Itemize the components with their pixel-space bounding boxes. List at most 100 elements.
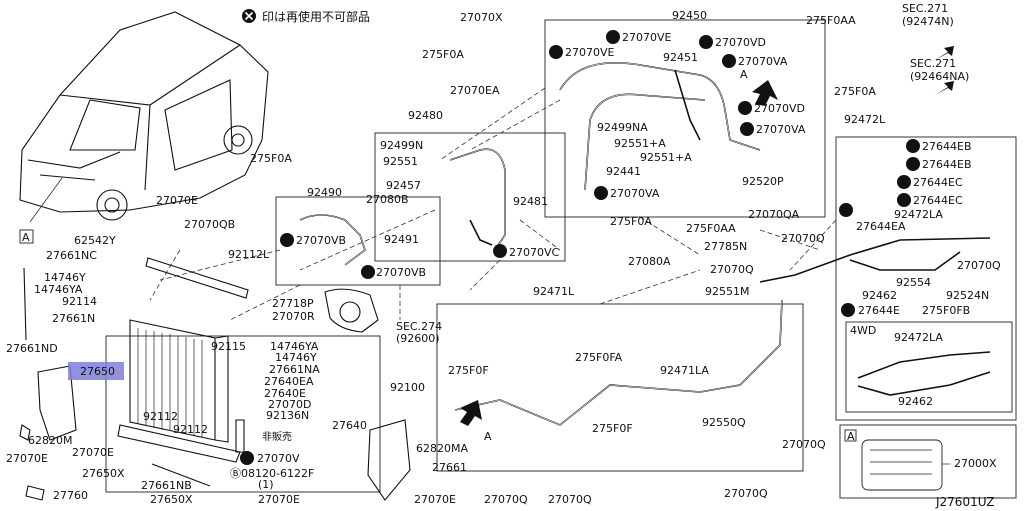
vehicle-illustration: A: [19, 11, 269, 244]
condenser-assembly: [19, 257, 411, 501]
label-27070va: 27070VA: [610, 187, 660, 200]
label-275f0aa: 275F0AA: [686, 222, 736, 235]
label-27640e: 27640E: [264, 387, 306, 400]
arrow-a-lower: [460, 400, 482, 426]
label-27661na: 27661NA: [269, 363, 320, 376]
label-27661nd: 27661ND: [6, 342, 58, 355]
x-mark-icon: [740, 122, 754, 136]
diagram-id: J27601UZ: [935, 495, 995, 509]
label-27070ve: 27070VE: [622, 31, 672, 44]
label-sec271-code: (92464NA): [910, 70, 969, 83]
label-sec274-code: (92600): [396, 332, 440, 345]
four-wd-box: [845, 321, 1013, 413]
label-27070x: 27070X: [460, 11, 503, 24]
label-27644ec: 27644EC: [913, 176, 963, 189]
label-92114: 92114: [62, 295, 97, 308]
label-27070d: 27070D: [268, 398, 311, 411]
label-92450: 92450: [672, 9, 707, 22]
label-27640: 27640: [332, 419, 367, 432]
label-27650: 27650: [80, 365, 115, 378]
label-275f0fa: 275F0FA: [575, 351, 623, 364]
label-27661nc: 27661NC: [46, 249, 97, 262]
label-62820m: 62820M: [28, 434, 72, 447]
dashed-leaders: [149, 87, 837, 321]
label-92100: 92100: [390, 381, 425, 394]
label-27070q: 27070Q: [484, 493, 528, 506]
label-275f0f: 275F0F: [592, 422, 633, 435]
label-sec271: SEC.271: [910, 57, 956, 70]
label-27785n: 27785N: [704, 240, 747, 253]
label-08120-6122f: Ⓑ08120-6122F: [230, 467, 314, 480]
label-92551m: 92551M: [705, 285, 749, 298]
label-92480: 92480: [408, 109, 443, 122]
label-275f0f: 275F0F: [448, 364, 489, 377]
label-92551a: 92551+A: [614, 137, 666, 150]
x-mark-icon: [897, 175, 911, 189]
x-mark-icon: [906, 139, 920, 153]
label-14746y: 14746Y: [275, 351, 317, 364]
label-62542y: 62542Y: [74, 234, 116, 247]
label-92472l: 92472L: [844, 113, 886, 126]
part-labels: 27070X 92450 275F0AA SEC.271 (92474N) 27…: [6, 2, 1001, 509]
label-27070q: 27070Q: [957, 259, 1001, 272]
callout-a: A: [484, 430, 492, 443]
label-27070e: 27070E: [258, 493, 300, 506]
label-27661n: 27661N: [52, 312, 95, 325]
label-92451: 92451: [663, 51, 698, 64]
label-sec271-code: (92474N): [902, 15, 954, 28]
callout-a: A: [740, 68, 748, 81]
label-27070vd: 27070VD: [754, 102, 805, 115]
pipe-group-92450-box: [544, 19, 826, 218]
label-62820ma: 62820MA: [416, 442, 468, 455]
label-27070vb: 27070VB: [296, 234, 346, 247]
pipe-group-92471l-box: [436, 303, 804, 472]
x-mark-icon: [493, 244, 507, 258]
label-14746ya: 14746YA: [34, 283, 83, 296]
x-mark-icon: [594, 186, 608, 200]
x-mark-icon: [361, 265, 375, 279]
label-92457: 92457: [386, 179, 421, 192]
label-92520p: 92520P: [742, 175, 784, 188]
callout-a-label: A: [22, 231, 30, 244]
x-mark-icon: [549, 45, 563, 59]
label-27070e: 27070E: [6, 452, 48, 465]
label-92524n: 92524N: [946, 289, 989, 302]
label-92491: 92491: [384, 233, 419, 246]
label-92490: 92490: [307, 186, 342, 199]
label-92136n: 92136N: [266, 409, 309, 422]
label-27644ea: 27644EA: [856, 220, 906, 233]
x-mark-icon: [738, 101, 752, 115]
label-sec271: SEC.271: [902, 2, 948, 15]
x-mark-icon: [906, 157, 920, 171]
highlight-27650: [68, 362, 124, 380]
label-27070r: 27070R: [272, 310, 315, 323]
label-27070q: 27070Q: [548, 493, 592, 506]
label-27080b: 27080B: [366, 193, 409, 206]
label-4wd: 4WD: [850, 324, 876, 337]
label-92462: 92462: [898, 395, 933, 408]
label-27661nb: 27661NB: [141, 479, 192, 492]
legend-text: 印は再使用不可部品: [262, 9, 370, 24]
label-27640ea: 27640EA: [264, 375, 314, 388]
pipes: [299, 62, 991, 426]
label-27661: 27661: [432, 461, 467, 474]
label-panel-box: [839, 424, 1017, 499]
label-27070e: 27070E: [72, 446, 114, 459]
label-275f0aa: 275F0AA: [806, 14, 856, 27]
label-27644e: 27644E: [858, 304, 900, 317]
label-275f0a: 275F0A: [422, 48, 464, 61]
x-mark-icon: [839, 203, 853, 217]
label-92112l: 92112L: [228, 248, 270, 261]
label-27080a: 27080A: [628, 255, 671, 268]
label-275f0fb: 275F0FB: [922, 304, 970, 317]
label-92471l: 92471L: [533, 285, 575, 298]
label-27644eb: 27644EB: [922, 158, 972, 171]
arrow-a-upper: [752, 80, 778, 106]
label-27070qa: 27070QA: [748, 208, 800, 221]
label-275f0a: 275F0A: [610, 215, 652, 228]
callout-a-box: [19, 229, 34, 244]
label-not-sold: 非販売: [262, 430, 292, 443]
label-275f0a: 275F0A: [834, 85, 876, 98]
